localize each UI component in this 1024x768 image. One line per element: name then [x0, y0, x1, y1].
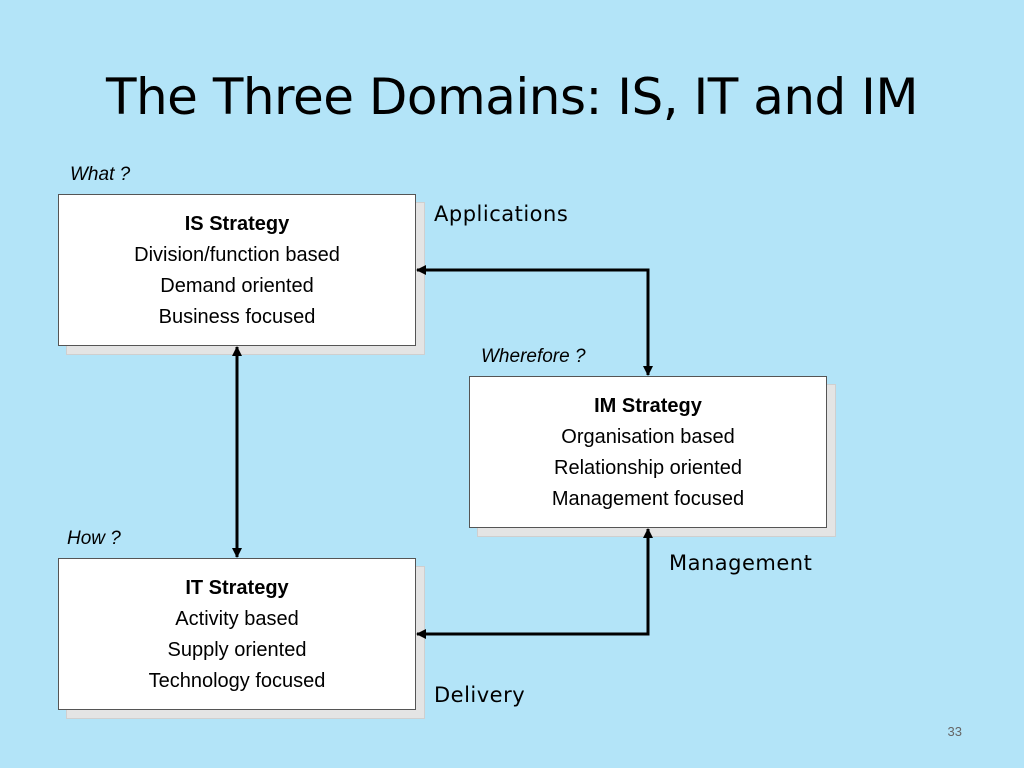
delivery-label: Delivery: [434, 683, 526, 707]
is-strategy-box: IS Strategy Division/function based Dema…: [58, 194, 416, 346]
is-im-arrow: [416, 265, 653, 376]
is-strategy-line-2: Demand oriented: [160, 275, 314, 297]
what-label: What ?: [70, 164, 131, 185]
it-im-arrow: [416, 528, 653, 639]
page-number: 33: [947, 724, 962, 739]
it-strategy-line-3: Technology focused: [148, 670, 326, 692]
applications-label: Applications: [434, 202, 569, 226]
im-strategy-box: IM Strategy Organisation based Relations…: [469, 376, 827, 528]
is-strategy-line-1: Division/function based: [134, 244, 340, 266]
how-label: How ?: [67, 528, 121, 549]
it-strategy-title: IT Strategy: [185, 577, 289, 599]
im-strategy-line-2: Relationship oriented: [554, 457, 742, 479]
it-strategy-line-1: Activity based: [175, 608, 299, 630]
management-label: Management: [669, 551, 813, 575]
slide-title: The Three Domains: IS, IT and IM: [105, 68, 919, 126]
im-strategy-line-3: Management focused: [551, 488, 745, 510]
is-strategy-title: IS Strategy: [184, 213, 290, 235]
it-strategy-box: IT Strategy Activity based Supply orient…: [58, 558, 416, 710]
im-strategy-line-1: Organisation based: [561, 426, 735, 448]
is-strategy-line-3: Business focused: [158, 306, 316, 328]
im-strategy-title: IM Strategy: [594, 395, 702, 417]
it-strategy-line-2: Supply oriented: [167, 639, 307, 661]
